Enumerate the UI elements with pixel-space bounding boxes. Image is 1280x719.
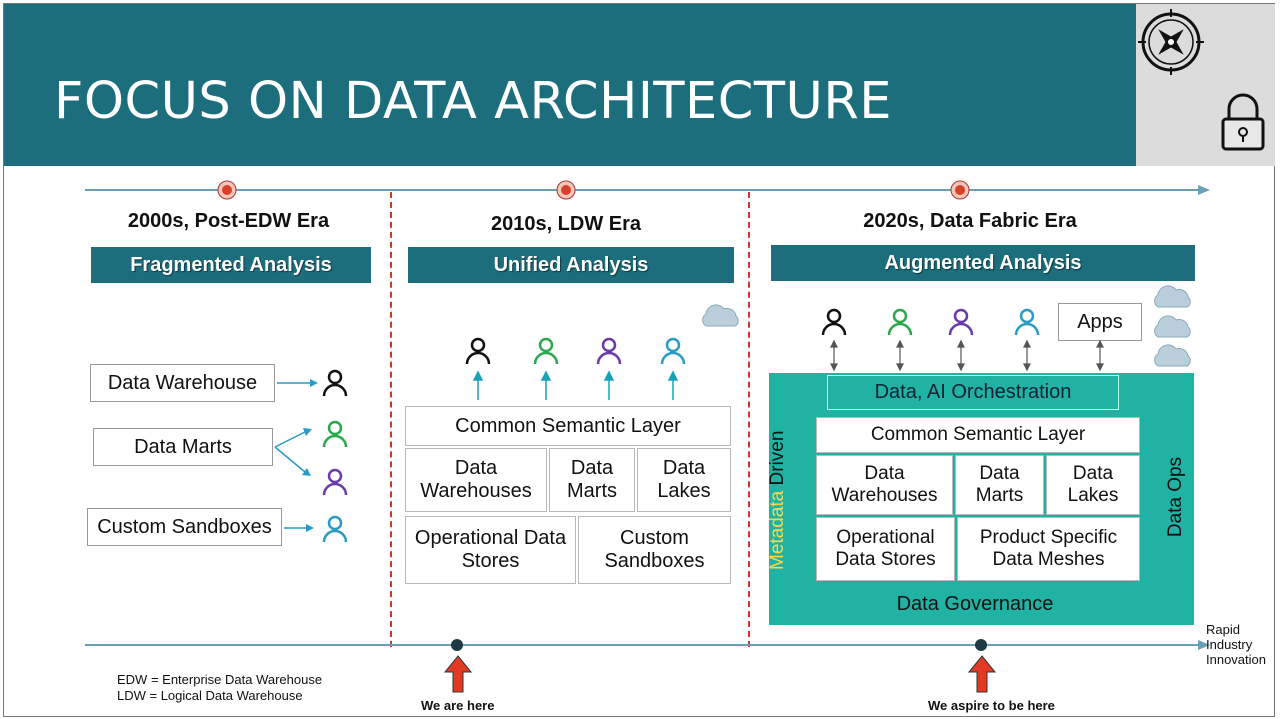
data-ops-label: Data Ops [1165, 456, 1186, 538]
red-up-arrow-icon [443, 655, 473, 693]
person-icon [660, 337, 686, 365]
era-title-2020s: 2020s, Data Fabric Era [863, 210, 1077, 232]
cloud-icon [702, 304, 739, 327]
footnote-ldw: LDW = Logical Data Warehouse [117, 688, 303, 703]
header-banner [4, 4, 1136, 166]
product-specific-data-meshes-box: Product Specific Data Meshes [957, 517, 1140, 581]
person-icon [948, 308, 974, 336]
red-up-arrow-icon [967, 655, 997, 693]
person-icon [322, 369, 348, 397]
data-marts-box: Data Marts [93, 428, 273, 466]
data-marts-box: Data Marts [955, 455, 1044, 515]
era-title-2010s: 2010s, LDW Era [490, 213, 642, 235]
operational-data-stores-box: Operational Data Stores [816, 517, 955, 581]
person-icon [322, 468, 348, 496]
top-timeline [85, 180, 1210, 200]
footnote-edw: EDW = Enterprise Data Warehouse [117, 672, 323, 687]
timeline-marker [217, 180, 237, 200]
person-icon [1014, 308, 1040, 336]
era-divider [390, 192, 392, 647]
custom-sandboxes-box: Custom Sandboxes [87, 508, 282, 546]
band-augmented-analysis: Augmented Analysis [771, 245, 1195, 281]
person-icon [887, 308, 913, 336]
person-icon [821, 308, 847, 336]
bottom-timeline [85, 639, 1210, 651]
custom-sandboxes-box: Custom Sandboxes [578, 516, 731, 584]
compass-icon [1138, 9, 1204, 75]
data-lakes-box: Data Lakes [637, 448, 731, 512]
data-warehouses-box: Data Warehouses [405, 448, 547, 512]
timeline-marker [556, 180, 576, 200]
we-aspire-to-be-here-label: We aspire to be here [928, 698, 1055, 713]
cloud-icon [1154, 344, 1191, 367]
driven-word: Driven [767, 430, 788, 486]
apps-box: Apps [1058, 303, 1142, 341]
person-icon [596, 337, 622, 365]
data-ai-orchestration: Data, AI Orchestration [827, 375, 1119, 410]
metadata-word: Metadata [767, 490, 788, 570]
person-icon [465, 337, 491, 365]
era-divider [748, 192, 750, 647]
page-title: FOCUS ON DATA ARCHITECTURE [54, 72, 893, 131]
slide-frame [3, 3, 1275, 717]
data-governance-label: Data Governance [896, 593, 1054, 615]
icon-panel [1136, 4, 1275, 166]
band-unified-analysis: Unified Analysis [408, 247, 734, 283]
band-fragmented-analysis: Fragmented Analysis [91, 247, 371, 283]
data-marts-box: Data Marts [549, 448, 635, 512]
person-icon [322, 420, 348, 448]
metadata-driven-label: Metadata Driven [767, 431, 791, 570]
cloud-icon [1154, 285, 1191, 308]
cloud-icon [1154, 315, 1191, 338]
data-warehouses-box: Data Warehouses [816, 455, 953, 515]
common-semantic-layer: Common Semantic Layer [816, 417, 1140, 453]
era-title-2000s: 2000s, Post-EDW Era [127, 210, 330, 232]
person-icon [322, 515, 348, 543]
data-warehouse-box: Data Warehouse [90, 364, 275, 402]
we-are-here-label: We are here [421, 698, 495, 713]
timeline-marker [950, 180, 970, 200]
person-icon [533, 337, 559, 365]
padlock-icon [1221, 93, 1265, 151]
operational-data-stores-box: Operational Data Stores [405, 516, 576, 584]
data-lakes-box: Data Lakes [1046, 455, 1140, 515]
rapid-industry-innovation-label: Rapid Industry Innovation [1206, 622, 1266, 667]
common-semantic-layer: Common Semantic Layer [405, 406, 731, 446]
